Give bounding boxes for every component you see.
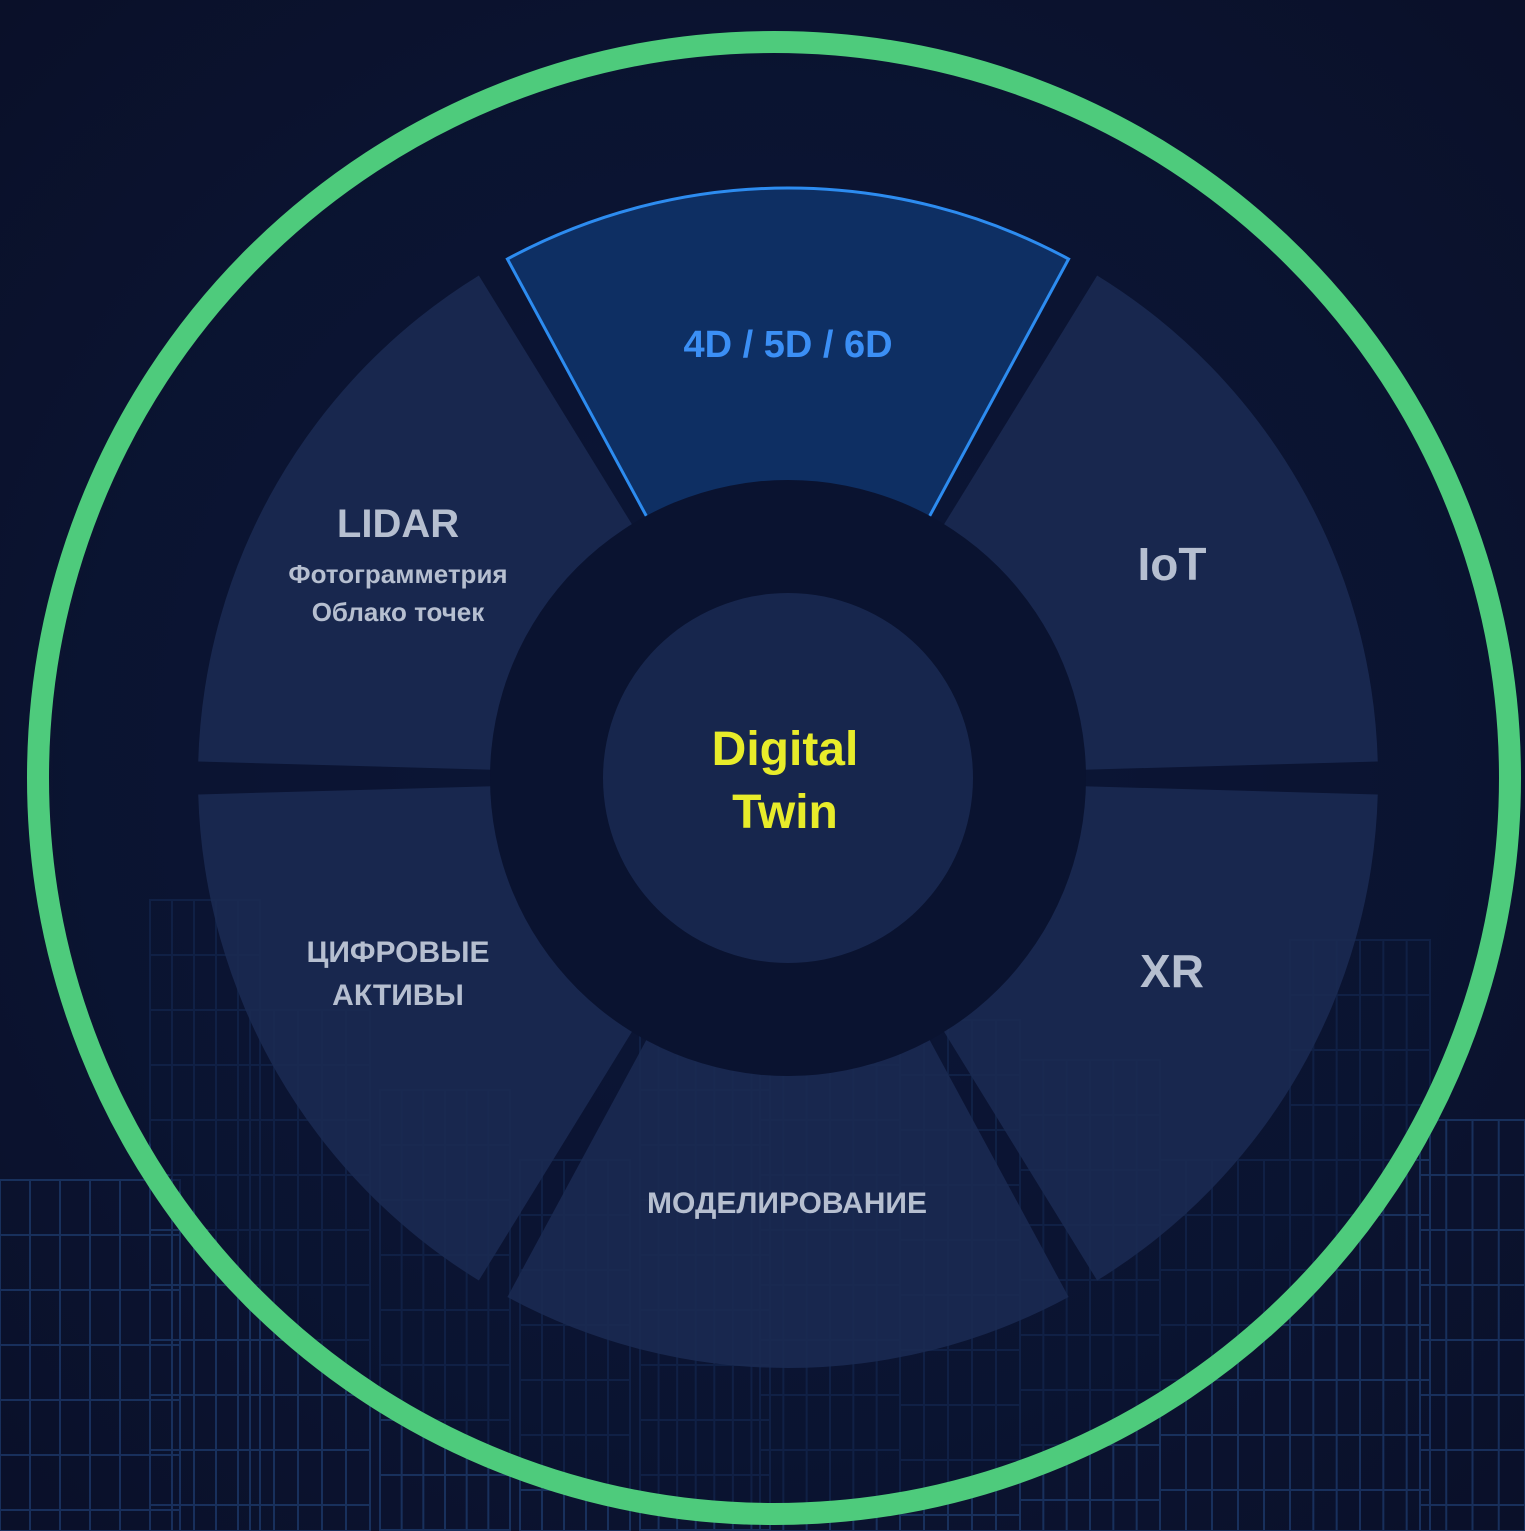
center-title-line2: Twin: [732, 786, 838, 839]
green-outline-ring: [27, 31, 1521, 1525]
segment-label-iot[interactable]: IoT: [1138, 538, 1207, 590]
segment-label-4d5d6d[interactable]: 4D / 5D / 6D: [683, 324, 892, 366]
segment-label-photogrammetry[interactable]: Фотограмметрия: [288, 559, 507, 589]
segment-label-point-cloud[interactable]: Облако точек: [312, 597, 486, 627]
center-disc: [603, 593, 973, 963]
segment-label-xr[interactable]: XR: [1140, 945, 1204, 997]
segment-label-digital-assets-line2[interactable]: АКТИВЫ: [332, 979, 464, 1012]
segment-label-modeling[interactable]: МОДЕЛИРОВАНИЕ: [647, 1187, 927, 1220]
segment-label-digital-assets-line1[interactable]: ЦИФРОВЫЕ: [306, 936, 489, 969]
segment-label-lidar[interactable]: LIDAR: [337, 502, 459, 546]
center-title-line1: Digital: [712, 723, 859, 776]
segment-bottom[interactable]: [507, 1034, 1069, 1368]
